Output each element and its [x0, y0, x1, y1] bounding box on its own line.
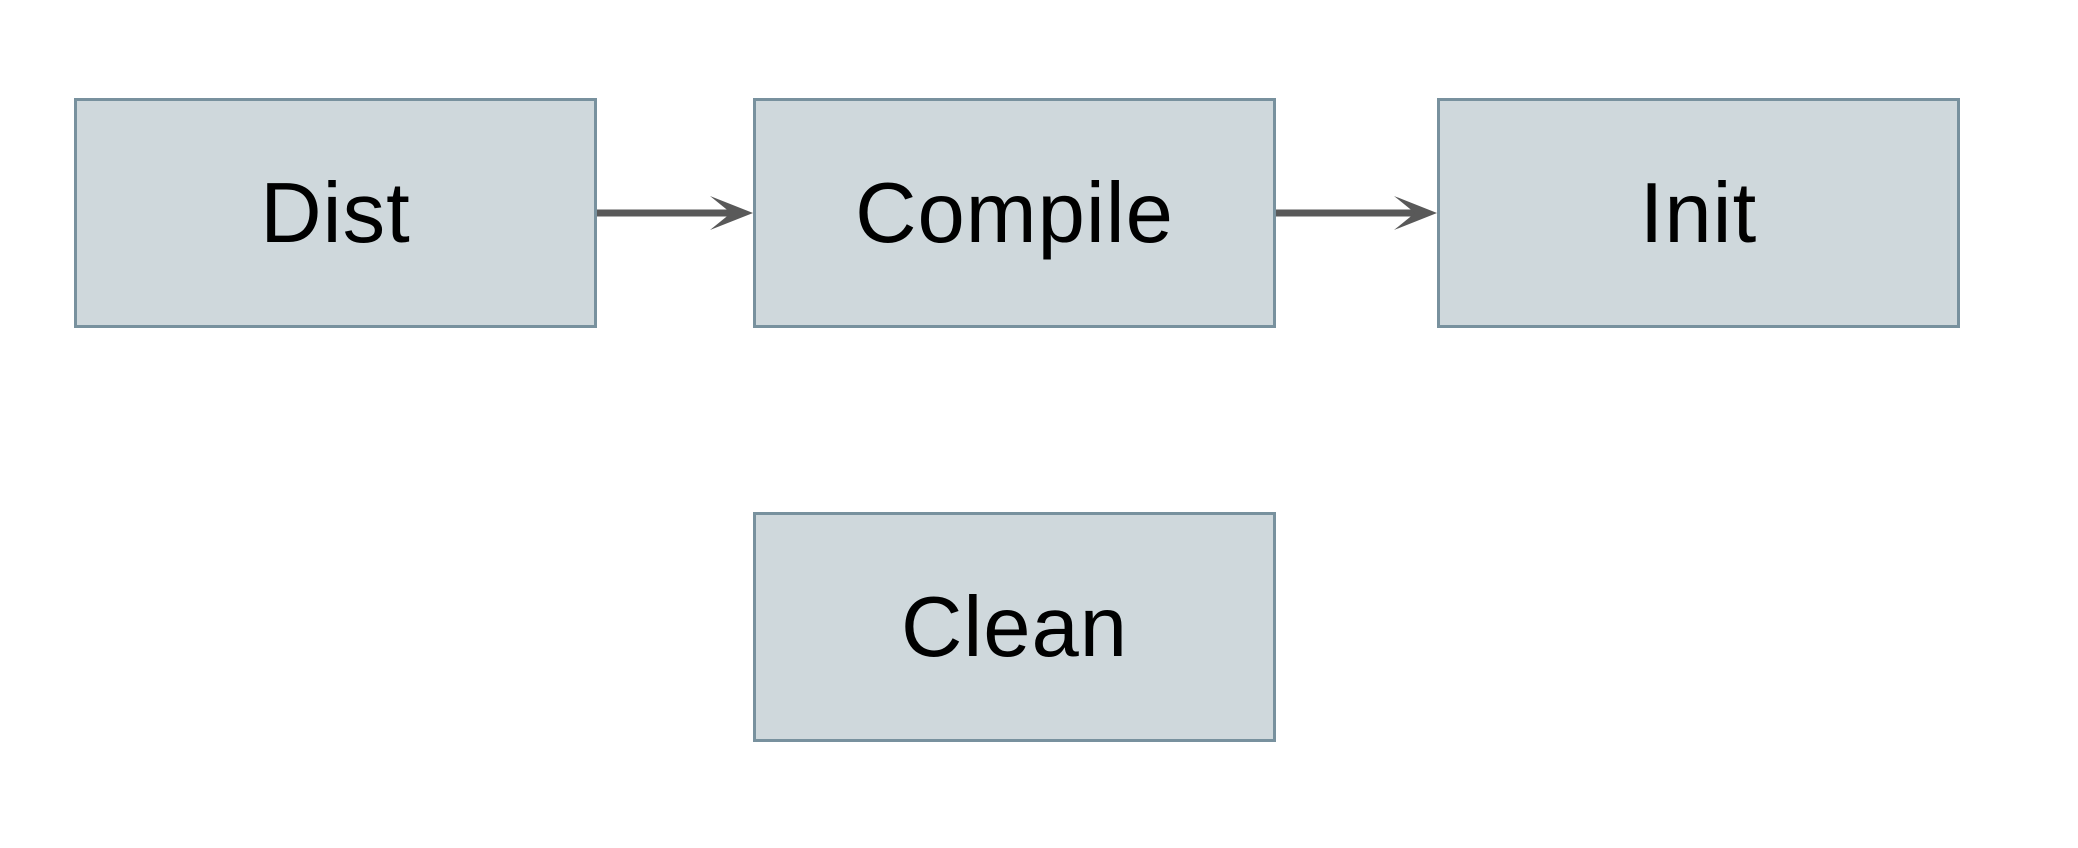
node-init: Init — [1437, 98, 1960, 328]
node-compile: Compile — [753, 98, 1276, 328]
node-init-label: Init — [1639, 165, 1758, 261]
node-clean: Clean — [753, 512, 1276, 742]
node-clean-label: Clean — [900, 579, 1129, 675]
node-compile-label: Compile — [855, 165, 1174, 261]
node-dist-label: Dist — [260, 165, 411, 261]
arrow-compile-to-init — [1276, 196, 1437, 230]
node-dist: Dist — [74, 98, 597, 328]
arrow-dist-to-compile — [597, 196, 753, 230]
